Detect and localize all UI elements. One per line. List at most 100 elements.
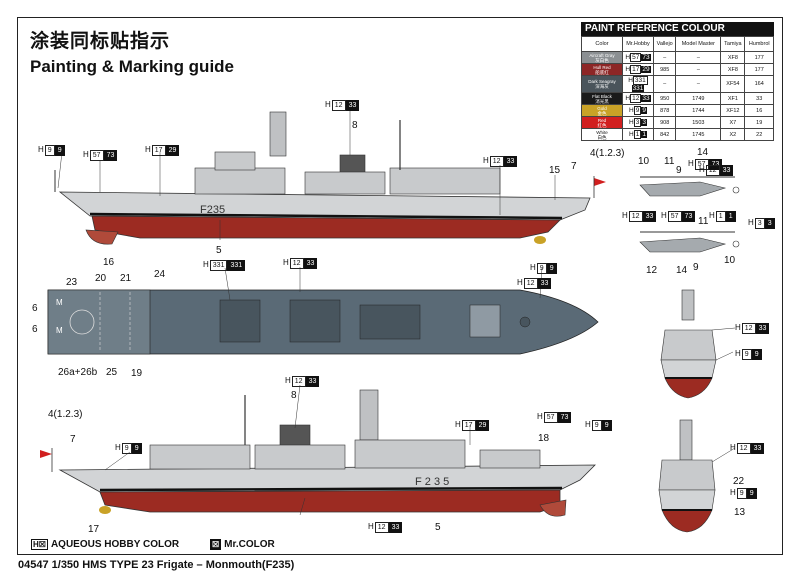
legend-k-box: ☒: [210, 539, 222, 550]
part-number-h10a: 10: [638, 156, 650, 167]
part-number-n7a: 7: [571, 161, 577, 172]
hull-number-top: F235: [200, 204, 225, 216]
legend-h-text: AQUEOUS HOBBY COLOR: [50, 539, 180, 550]
paint-table-header: PAINT REFERENCE COLOUR: [581, 22, 774, 36]
legend-h-box: H☒: [31, 539, 48, 550]
hull-number-bottom: F 2 3 5: [415, 476, 449, 488]
part-number-h11a: 11: [664, 156, 675, 167]
part-number-n7b: 7: [70, 434, 76, 445]
part-number-n6a: 6: [32, 303, 38, 314]
part-number-h9b: 9: [693, 262, 699, 273]
part-number-h14b: 14: [676, 265, 688, 276]
paint-tamiya: X2: [720, 128, 746, 141]
title-english: Painting & Marking guide: [30, 57, 235, 76]
part-number-n5a: 5: [216, 245, 222, 256]
paint-humbrol: 22: [744, 128, 774, 141]
part-number-n15: 15: [549, 165, 561, 176]
plan-view: M M: [47, 289, 599, 355]
part-number-n5b: 5: [435, 522, 441, 533]
part-number-n23: 23: [66, 277, 78, 288]
part-number-n13: 13: [734, 507, 746, 518]
paint-humbrol: 164: [744, 75, 774, 93]
part-number-n26: 26a+26b: [58, 367, 98, 378]
footer-title: 04547 1/350 HMS TYPE 23 Frigate – Monmou…: [18, 559, 295, 571]
part-number-n19: 19: [131, 368, 143, 379]
part-number-n24: 24: [154, 269, 166, 280]
legend-aqueous: H☒AQUEOUS HOBBY COLOR: [31, 539, 179, 550]
col-tamiya: Tamiya: [720, 36, 746, 52]
part-number-h12: 12: [646, 265, 658, 276]
part-number-h10b: 10: [724, 255, 736, 266]
part-number-h11b: 11: [698, 216, 709, 227]
paint-reference-table: PAINT REFERENCE COLOUR Color Mr.Hobby Va…: [581, 22, 774, 141]
part-number-h9a: 9: [676, 165, 682, 176]
side-view-top: F235: [54, 111, 606, 245]
paint-vallejo: 842: [652, 128, 677, 141]
legend-mrcolor: ☒Mr.COLOR: [210, 539, 275, 550]
part-number-n17: 17: [88, 524, 100, 535]
part-number-n16: 16: [103, 257, 115, 268]
part-number-n6b: 6: [32, 324, 38, 335]
helicopter-side-top: [639, 176, 740, 197]
part-number-n4a: 4(1.2.3): [590, 148, 625, 159]
page-frame: [17, 17, 783, 555]
part-number-n21: 21: [120, 273, 132, 284]
part-number-n25: 25: [106, 367, 118, 378]
title-chinese: 涂装同标贴指示: [30, 30, 171, 52]
part-number-n4b: 4(1.2.3): [48, 409, 83, 420]
side-view-bottom: F 2 3 5: [40, 389, 596, 517]
svg-text:M: M: [56, 326, 63, 335]
bow-view: [660, 289, 717, 399]
paint-tamiya: XF54: [720, 75, 746, 93]
col-vallejo: Vallejo: [652, 36, 677, 52]
svg-text:M: M: [56, 298, 63, 307]
leader-lines: [57, 108, 736, 516]
part-number-n22: 22: [733, 476, 745, 487]
part-number-n20: 20: [95, 273, 107, 284]
stern-view: [658, 419, 716, 533]
part-number-h14a: 14: [697, 147, 709, 158]
helicopter-side-bottom: [639, 231, 740, 253]
part-number-n8b: 8: [291, 390, 297, 401]
